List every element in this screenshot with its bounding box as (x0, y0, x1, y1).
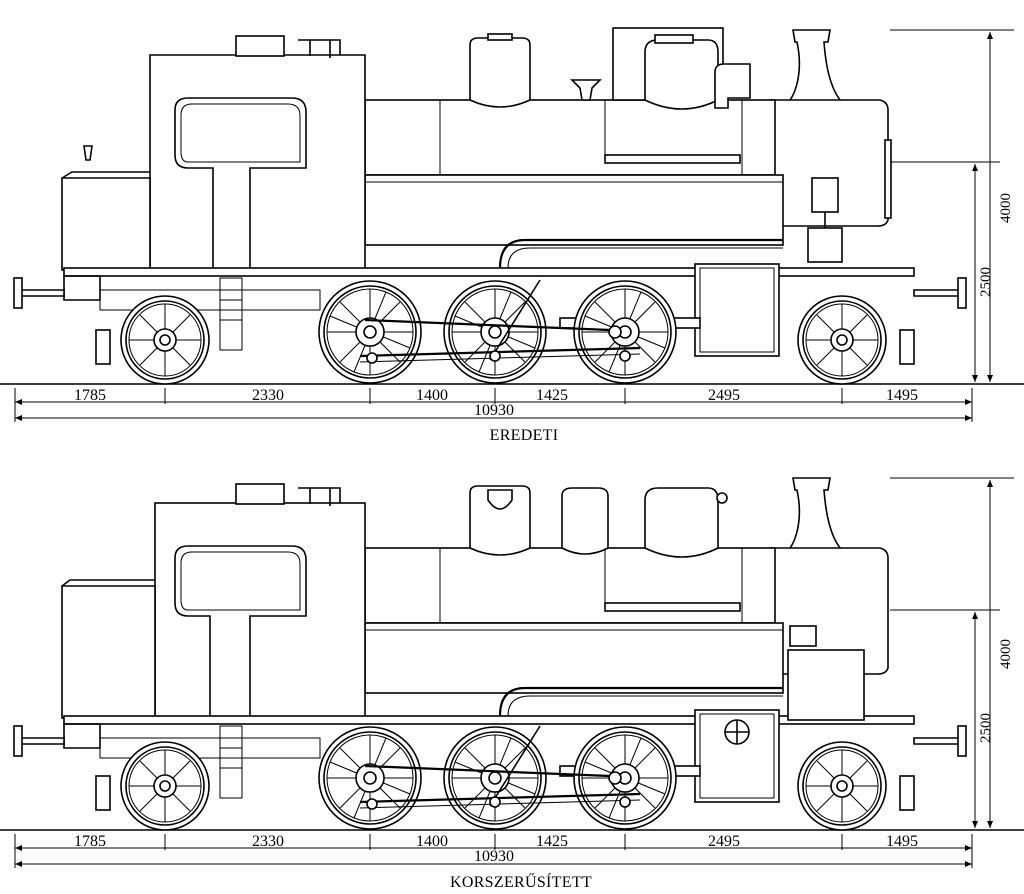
dim-label: 1495 (886, 387, 918, 404)
dimensions-original: 1785 2330 1400 1425 2495 1495 10930 ERED… (14, 29, 1014, 444)
dimensions-modernized: 1785 2330 1400 1425 2495 1495 10930 KORS… (14, 477, 1014, 891)
total-length-label: 10930 (474, 402, 514, 419)
drawing-caption: EREDETI (490, 427, 559, 444)
dim-label: 1425 (536, 833, 568, 850)
dim-label: 1425 (536, 387, 568, 404)
dim-label: 2495 (708, 833, 740, 850)
dim-label: 1785 (74, 387, 106, 404)
total-length-label: 10930 (474, 848, 514, 865)
dim-label: 2330 (252, 833, 284, 850)
height-label: 2500 (978, 713, 994, 743)
height-label: 4000 (998, 639, 1014, 669)
dim-label: 1495 (886, 833, 918, 850)
dim-label: 1400 (416, 387, 448, 404)
drawing-caption: KORSZERŰSÍTETT (450, 872, 592, 891)
dim-label: 2495 (708, 387, 740, 404)
dim-label: 1785 (74, 833, 106, 850)
dim-label: 2330 (252, 387, 284, 404)
locomotive-modernized (0, 477, 1024, 831)
height-label: 2500 (978, 267, 994, 297)
height-label: 4000 (998, 193, 1014, 223)
locomotive-original (0, 27, 1024, 385)
dim-label: 1400 (416, 833, 448, 850)
